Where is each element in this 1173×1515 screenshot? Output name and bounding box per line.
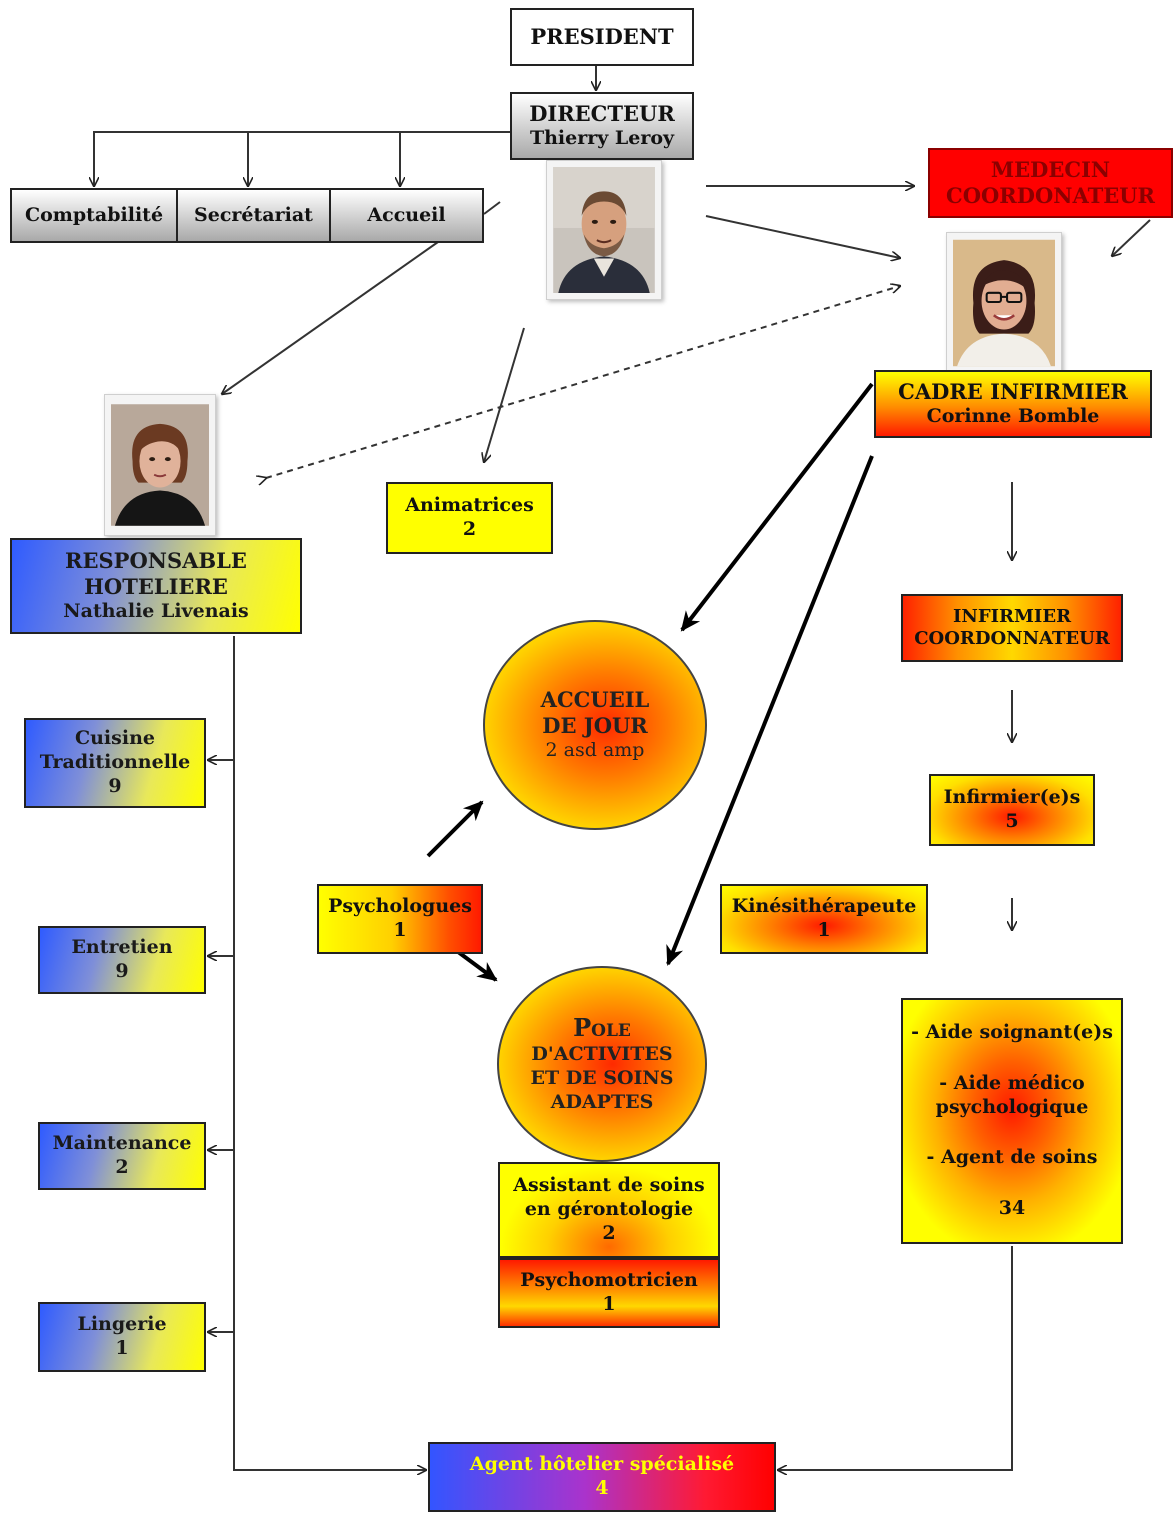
medecin-line1: MEDECIN bbox=[990, 156, 1111, 182]
cadre-box: CADRE INFIRMIER Corinne Bomble bbox=[874, 370, 1152, 438]
animatrices-label: Animatrices bbox=[405, 494, 534, 517]
hotel-service-maintenance: Maintenance 2 bbox=[38, 1122, 206, 1190]
accueil-jour-line1: ACCUEIL bbox=[540, 686, 650, 712]
accueil-jour-line2: DE JOUR bbox=[542, 713, 648, 739]
hotel-service-cuisine: Cuisine Traditionnelle 9 bbox=[24, 718, 206, 808]
service-label: Secrétariat bbox=[194, 203, 313, 226]
agent-hotelier-label: Agent hôtelier spécialisé bbox=[469, 1453, 735, 1476]
medecin-line2: COORDONATEUR bbox=[946, 183, 1155, 208]
president-box: PRESIDENT bbox=[510, 8, 694, 66]
responsable-box: RESPONSABLE HOTELIERE Nathalie Livenais bbox=[10, 538, 302, 634]
assistant-box: Assistant de soins en gérontologie 2 bbox=[498, 1162, 720, 1258]
infirmiers-count: 5 bbox=[1005, 810, 1019, 832]
hotel-service-line1: Maintenance bbox=[52, 1132, 192, 1155]
responsable-line2: HOTELIERE bbox=[84, 574, 228, 600]
kine-box: Kinésithérapeute 1 bbox=[720, 884, 928, 954]
hotel-service-count: 1 bbox=[115, 1337, 129, 1359]
aides-box: - Aide soignant(e)s - Aide médico psycho… bbox=[901, 998, 1123, 1244]
hotel-service-line1: Lingerie bbox=[77, 1313, 167, 1336]
psychologues-label: Psychologues bbox=[328, 895, 472, 918]
hotel-service-entretien: Entretien 9 bbox=[38, 926, 206, 994]
responsable-name: Nathalie Livenais bbox=[63, 600, 249, 623]
responsable-photo bbox=[104, 394, 216, 536]
infirmier-coord-box: INFIRMIER COORDONNATEUR bbox=[901, 594, 1123, 662]
service-comptabilite: Comptabilité bbox=[10, 188, 178, 243]
service-label: Comptabilité bbox=[24, 203, 164, 226]
directeur-box: DIRECTEUR Thierry Leroy bbox=[510, 92, 694, 160]
pole-line1: Pole bbox=[573, 1013, 631, 1043]
kine-count: 1 bbox=[817, 919, 831, 941]
infirmiers-label: Infirmier(e)s bbox=[943, 786, 1081, 809]
directeur-title: DIRECTEUR bbox=[529, 101, 675, 126]
pole-line2: D'ACTIVITES bbox=[531, 1043, 673, 1066]
pole-line4: ADAPTES bbox=[550, 1090, 654, 1113]
cadre-title: CADRE INFIRMIER bbox=[898, 379, 1128, 404]
responsable-line1: RESPONSABLE bbox=[65, 547, 247, 573]
assistant-line2: en gérontologie bbox=[524, 1198, 694, 1221]
pole-circle: Pole D'ACTIVITES ET DE SOINS ADAPTES bbox=[497, 966, 707, 1162]
hotel-service-lingerie: Lingerie 1 bbox=[38, 1302, 206, 1372]
hotel-service-count: 9 bbox=[108, 774, 122, 797]
man-portrait-icon bbox=[553, 167, 655, 293]
hotel-service-line1: Cuisine bbox=[75, 727, 155, 750]
aides-group-medico: - Aide médico psychologique bbox=[936, 1072, 1089, 1120]
president-label: PRESIDENT bbox=[530, 23, 674, 49]
psychomotricien-count: 1 bbox=[602, 1293, 616, 1315]
pole-line3: ET DE SOINS bbox=[530, 1067, 674, 1090]
assistant-count: 2 bbox=[602, 1221, 616, 1244]
infirmier-coord-line2: COORDONNATEUR bbox=[914, 628, 1110, 649]
accueil-jour-line3: 2 asd amp bbox=[545, 739, 645, 762]
psychologues-box: Psychologues 1 bbox=[317, 884, 483, 954]
woman-portrait-icon bbox=[111, 404, 209, 526]
cadre-name: Corinne Bomble bbox=[926, 405, 1100, 428]
service-accueil: Accueil bbox=[329, 188, 484, 243]
animatrices-count: 2 bbox=[462, 518, 477, 540]
medecin-box: MEDECIN COORDONATEUR bbox=[928, 148, 1173, 218]
cadre-photo bbox=[946, 232, 1062, 374]
assistant-line1: Assistant de soins bbox=[513, 1174, 705, 1197]
agent-hotelier-box: Agent hôtelier spécialisé 4 bbox=[428, 1442, 776, 1512]
hotel-service-count: 2 bbox=[115, 1156, 129, 1178]
infirmiers-box: Infirmier(e)s 5 bbox=[929, 774, 1095, 846]
animatrices-box: Animatrices 2 bbox=[386, 482, 553, 554]
service-label: Accueil bbox=[367, 203, 446, 226]
hotel-service-line1: Entretien bbox=[71, 936, 173, 959]
hotel-service-count: 9 bbox=[115, 960, 129, 982]
infirmier-coord-line1: INFIRMIER bbox=[952, 605, 1072, 627]
aides-line2: - Aide médico bbox=[939, 1071, 1085, 1094]
aides-line1: - Aide soignant(e)s bbox=[911, 1021, 1113, 1044]
kine-label: Kinésithérapeute bbox=[731, 895, 917, 918]
directeur-name: Thierry Leroy bbox=[529, 127, 675, 150]
aides-line4: - Agent de soins bbox=[926, 1146, 1098, 1169]
hotel-service-line2: Traditionnelle bbox=[39, 751, 191, 774]
psychomotricien-label: Psychomotricien bbox=[520, 1269, 698, 1292]
agent-hotelier-count: 4 bbox=[595, 1477, 609, 1499]
service-secretariat: Secrétariat bbox=[176, 188, 331, 243]
directeur-photo bbox=[546, 160, 662, 300]
psychomotricien-box: Psychomotricien 1 bbox=[498, 1258, 720, 1328]
aides-line3: psychologique bbox=[935, 1095, 1089, 1118]
psychologues-count: 1 bbox=[393, 919, 407, 941]
aides-count: 34 bbox=[998, 1196, 1026, 1219]
woman-portrait-icon bbox=[953, 239, 1055, 367]
accueil-jour-circle: ACCUEIL DE JOUR 2 asd amp bbox=[483, 620, 707, 830]
